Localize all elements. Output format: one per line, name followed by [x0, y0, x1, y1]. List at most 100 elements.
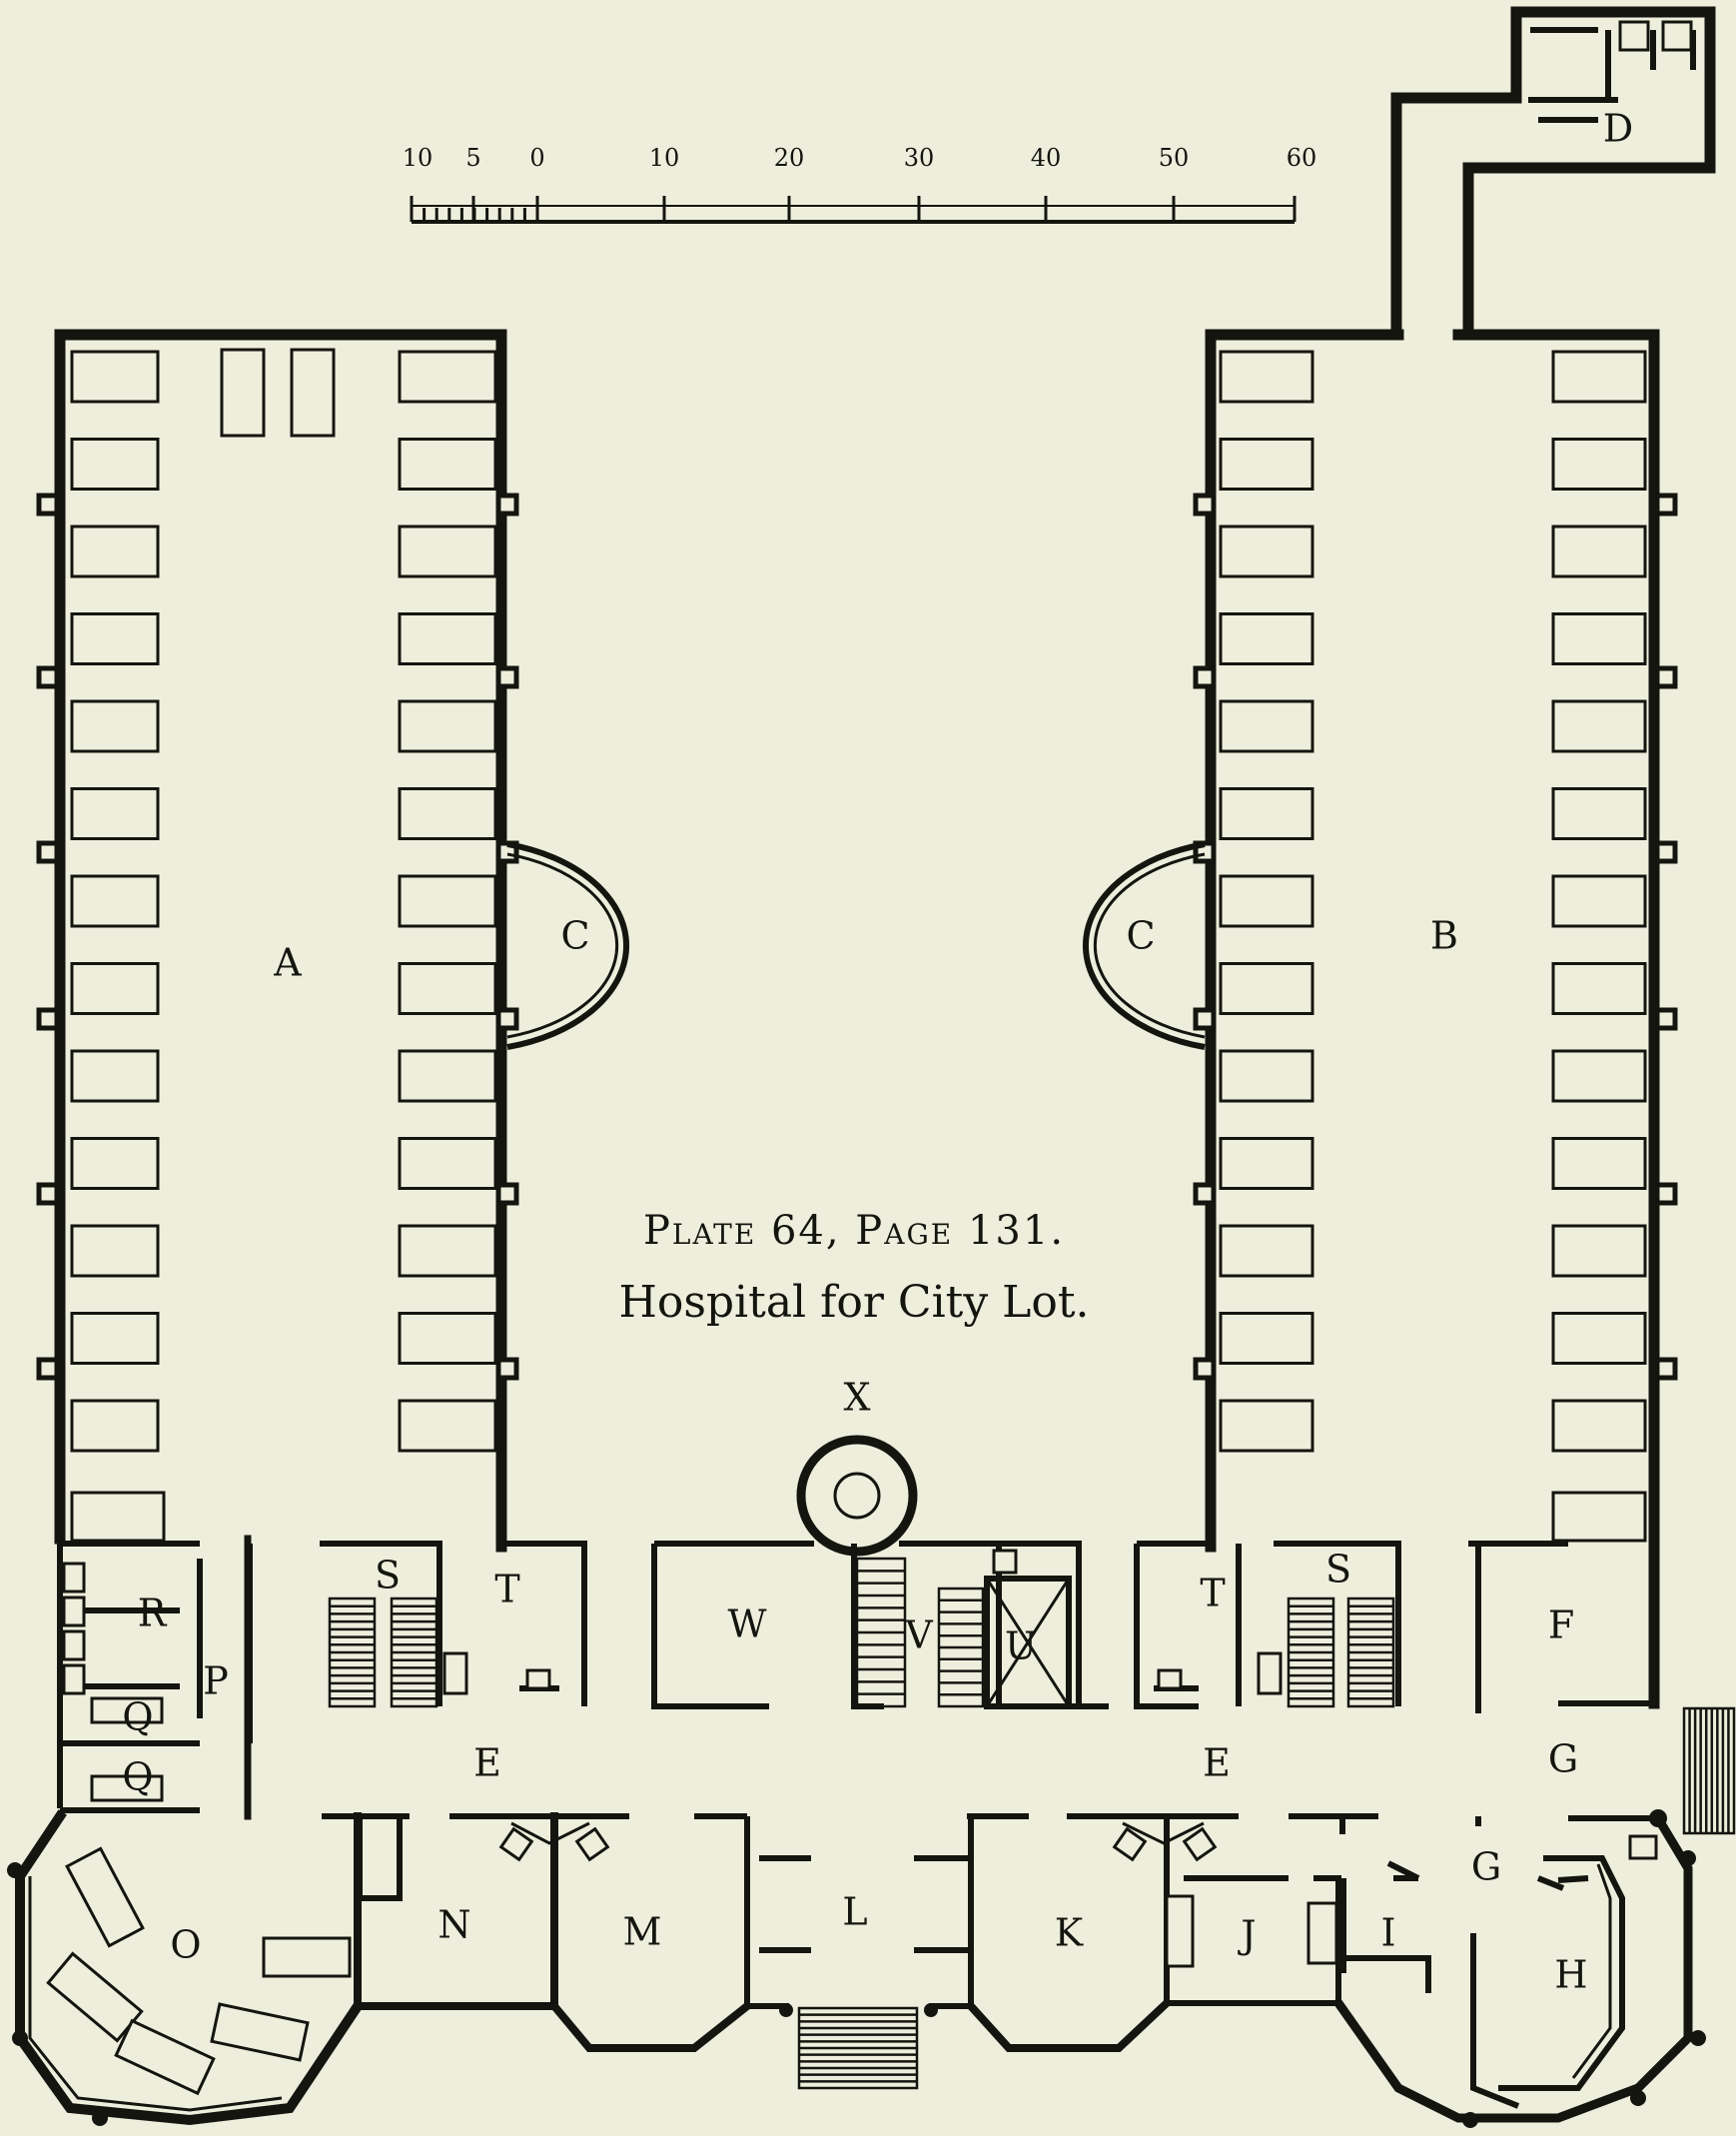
bed: [1551, 1491, 1647, 1543]
bed: [1551, 612, 1647, 665]
label-room-t-right: T: [1200, 1572, 1225, 1615]
label-room-d: D: [1603, 107, 1633, 151]
bed: [70, 1312, 160, 1365]
bed: [398, 874, 497, 928]
bed: [70, 699, 160, 753]
pier: [1654, 665, 1678, 689]
label-room-s-left: S: [375, 1554, 401, 1598]
service-block: [57, 1435, 1658, 1834]
label-room-c-right: C: [1126, 914, 1155, 958]
bed: [70, 874, 160, 928]
label-room-k: K: [1055, 1911, 1084, 1955]
bed: [398, 438, 497, 491]
scale-label-60: 60: [1287, 144, 1317, 172]
bed: [1551, 1224, 1647, 1278]
bed: [398, 350, 497, 404]
bed: [398, 1049, 497, 1103]
label-room-m: M: [623, 1910, 662, 1954]
pier: [495, 1357, 519, 1381]
pier: [36, 665, 60, 689]
label-room-a: A: [273, 941, 302, 985]
label-room-t-left: T: [494, 1568, 519, 1611]
bed: [398, 1312, 497, 1365]
caption-title: Hospital for City Lot.: [618, 1277, 1089, 1328]
pier: [495, 1182, 519, 1206]
bed: [1219, 962, 1314, 1015]
bed: [1219, 1049, 1314, 1103]
bed: [1551, 525, 1647, 578]
bed: [210, 2002, 310, 2062]
pier: [36, 493, 60, 517]
pier: [1193, 493, 1217, 517]
label-room-r: R: [138, 1592, 168, 1635]
bed: [70, 525, 160, 578]
pier: [1654, 1182, 1678, 1206]
label-room-c-left: C: [560, 914, 589, 958]
bed: [1219, 350, 1314, 404]
bed: [70, 350, 160, 404]
bed: [1551, 787, 1647, 840]
scale-label-30: 30: [904, 144, 935, 172]
pier: [495, 665, 519, 689]
bed: [1551, 874, 1647, 928]
bed: [70, 612, 160, 665]
lower-rooms: [7, 1706, 1736, 2128]
bed: [1551, 1399, 1647, 1453]
bed: [398, 962, 497, 1015]
label-room-j: J: [1237, 1913, 1256, 1957]
bed: [1551, 699, 1647, 753]
bed: [1219, 438, 1314, 491]
label-room-h: H: [1554, 1953, 1587, 1997]
pier: [1193, 665, 1217, 689]
label-room-x: X: [843, 1376, 870, 1420]
pier: [495, 1007, 519, 1031]
scale-bar: 10 5 0 10 20 30 40 50 60: [403, 144, 1317, 224]
label-room-o: O: [170, 1923, 201, 1967]
scale-label-10: 10: [649, 144, 680, 172]
pier: [1654, 1007, 1678, 1031]
bed: [1219, 787, 1314, 840]
label-room-e-right: E: [1203, 1741, 1231, 1785]
pier: [1193, 1182, 1217, 1206]
cabinet: [62, 1629, 86, 1661]
cabinet: [62, 1562, 86, 1594]
bed: [398, 1224, 497, 1278]
bed: [70, 1491, 166, 1543]
bed: [70, 787, 160, 840]
label-room-q-lower: Q: [122, 1755, 153, 1799]
label-room-v: V: [904, 1613, 933, 1657]
bed: [1219, 1399, 1314, 1453]
bed: [70, 1137, 160, 1190]
label-room-l: L: [842, 1890, 867, 1934]
label-room-e-left: E: [473, 1741, 501, 1785]
bay-c-right: [1082, 841, 1206, 1050]
ward-a: [36, 329, 519, 1553]
bed: [398, 1137, 497, 1190]
pier: [1654, 493, 1678, 517]
label-room-p: P: [203, 1659, 229, 1703]
bed: [1551, 1049, 1647, 1103]
bed: [1551, 1312, 1647, 1365]
bed: [1219, 612, 1314, 665]
label-room-g-lower: G: [1471, 1845, 1501, 1889]
bay-c-left: [506, 841, 630, 1050]
bed: [70, 962, 160, 1015]
label-room-s-right: S: [1325, 1548, 1351, 1592]
pier: [1193, 1007, 1217, 1031]
label-room-q-upper: Q: [122, 1695, 153, 1739]
bed: [65, 1846, 145, 1948]
label-room-g-upper: G: [1548, 1737, 1578, 1781]
pier: [36, 1007, 60, 1031]
steps-outline: [1682, 1706, 1736, 1835]
label-room-n: N: [437, 1903, 470, 1947]
scale-label-50: 50: [1159, 144, 1190, 172]
scale-label-5: 5: [465, 144, 480, 172]
bed: [1219, 699, 1314, 753]
pier: [36, 1357, 60, 1381]
bed: [398, 699, 497, 753]
bed: [1551, 962, 1647, 1015]
bed: [1219, 874, 1314, 928]
room-labels: A B C C D E E F G G H I J K L M N O P Q …: [122, 107, 1633, 1997]
bed: [70, 1049, 160, 1103]
